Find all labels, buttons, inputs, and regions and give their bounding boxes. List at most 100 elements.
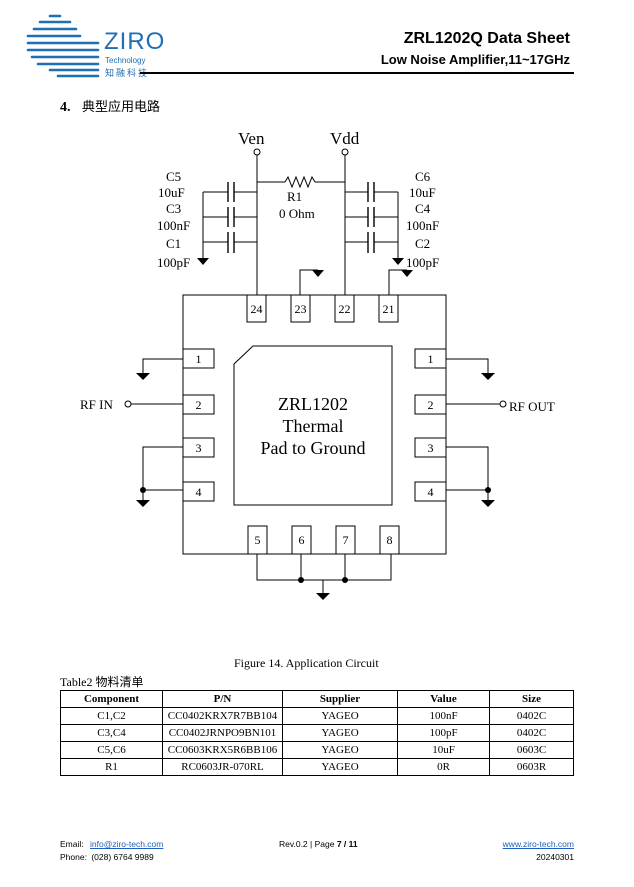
chip-package	[182, 294, 447, 555]
cap-ref: C3	[166, 201, 181, 216]
table-cell: YAGEO	[282, 741, 398, 759]
ground-icon	[136, 258, 495, 600]
email-link[interactable]: info@ziro-tech.com	[90, 839, 164, 849]
vdd-terminal	[341, 148, 349, 156]
right-capacitors	[345, 182, 399, 258]
website-link[interactable]: www.ziro-tech.com	[502, 839, 574, 849]
pin-label: 8	[387, 533, 393, 547]
table-cell: YAGEO	[282, 724, 398, 742]
section-number: 4.	[60, 100, 71, 115]
pin-label: 5	[255, 533, 261, 547]
r1-ref: R1	[287, 189, 302, 204]
section-heading: 4. 典型应用电路	[60, 96, 160, 116]
footer-page-info: Rev.0.2 | Page 7 / 11	[279, 839, 358, 849]
pin-label: 23	[295, 302, 307, 316]
table-cell: RC0603JR-070RL	[162, 758, 283, 776]
ziro-logo-icon	[26, 14, 100, 78]
rf-in-label: RF IN	[80, 397, 113, 412]
pin-label: 22	[339, 302, 351, 316]
table-cell: 100nF	[397, 707, 490, 725]
table-row: R1 RC0603JR-070RL YAGEO 0R 0603R	[60, 758, 574, 776]
r1-value: 0 Ohm	[279, 206, 315, 221]
table-cell: R1	[60, 758, 163, 776]
cap-ref: C4	[415, 201, 431, 216]
table-cell: 100pF	[397, 724, 490, 742]
ven-label: Ven	[238, 129, 265, 148]
table-cell: CC0402KRX7R7BB104	[162, 707, 283, 725]
table-row: C5,C6 CC0603KRX5R6BB106 YAGEO 10uF 0603C	[60, 741, 574, 759]
table-cell: CC0402JRNPO9BN101	[162, 724, 283, 742]
cap-value: 100nF	[157, 218, 190, 233]
application-circuit: Ven Vdd R1 0 Ohm C5 10uF C3 100nF C1 100…	[80, 129, 555, 600]
column-header: Value	[397, 690, 490, 708]
doc-subtitle: Low Noise Amplifier,11~17GHz	[380, 52, 570, 67]
pin-label: 21	[383, 302, 395, 316]
column-header: P/N	[162, 690, 283, 708]
phone-label: Phone:	[60, 852, 87, 862]
table-caption: Table2 物料清单	[60, 675, 144, 689]
pin-label: 3	[428, 441, 434, 455]
table-cell: C5,C6	[60, 741, 163, 759]
logo-sub-cn: 知融科技	[105, 68, 150, 78]
table-cell: YAGEO	[282, 707, 398, 725]
pin-label: 1	[428, 352, 434, 366]
cap-ref: C1	[166, 236, 181, 251]
thermal-pad	[233, 345, 393, 506]
revision: Rev.0.2 | Page	[279, 839, 337, 849]
table-cell: CC0603KRX5R6BB106	[162, 741, 283, 759]
cap-value: 10uF	[409, 185, 436, 200]
ven-terminal	[253, 148, 261, 156]
pin-label: 7	[343, 533, 349, 547]
table-cell: 0603C	[489, 741, 574, 759]
rf-in-terminal	[124, 400, 132, 408]
vdd-label: Vdd	[330, 129, 360, 148]
cap-ref: C5	[166, 169, 181, 184]
pin-label: 4	[428, 485, 434, 499]
rf-out-label: RF OUT	[509, 399, 555, 414]
footer-email: Email: info@ziro-tech.com	[60, 839, 163, 849]
cap-value: 100pF	[406, 255, 439, 270]
logo-sub-en: Technology	[105, 56, 146, 65]
table-cell: C3,C4	[60, 724, 163, 742]
table-header-row: Component P/N Supplier Value Size	[60, 690, 574, 708]
table-cell: C1,C2	[60, 707, 163, 725]
cap-value: 10uF	[158, 185, 185, 200]
doc-title: ZRL1202Q Data Sheet	[403, 30, 570, 47]
phone-number: (028) 6764 9989	[91, 852, 154, 862]
table-row: C1,C2 CC0402KRX7R7BB104 YAGEO 100nF 0402…	[60, 707, 574, 725]
chip-text-line: Pad to Ground	[261, 438, 366, 458]
page-number: 7 / 11	[336, 839, 358, 849]
footer-phone: Phone: (028) 6764 9989	[60, 852, 154, 862]
table-cell: YAGEO	[282, 758, 398, 776]
figure-caption: Figure 14. Application Circuit	[234, 656, 379, 670]
chip-name: ZRL1202	[278, 394, 348, 414]
doc-date: 20240301	[536, 852, 574, 862]
resistor-r1	[284, 175, 316, 189]
logo-brand: ZIRO	[104, 28, 166, 55]
pin-label: 2	[196, 398, 202, 412]
cap-ref: C2	[415, 236, 430, 251]
left-capacitors	[202, 182, 257, 258]
bom-table: Component P/N Supplier Value Size C1,C2 …	[60, 690, 574, 776]
section-title: 典型应用电路	[82, 100, 161, 115]
header-rule	[140, 72, 574, 74]
table-cell: 10uF	[397, 741, 490, 759]
table-cell: 0402C	[489, 707, 574, 725]
rf-out-terminal	[499, 400, 507, 408]
table-cell: 0R	[397, 758, 490, 776]
cap-value: 100nF	[406, 218, 439, 233]
cap-ref: C6	[415, 169, 431, 184]
chip-text-line: Thermal	[283, 416, 344, 436]
column-header: Component	[60, 690, 163, 708]
pin-label: 2	[428, 398, 434, 412]
table-cell: 0402C	[489, 724, 574, 742]
table-row: C3,C4 CC0402JRNPO9BN101 YAGEO 100pF 0402…	[60, 724, 574, 742]
column-header: Supplier	[282, 690, 398, 708]
pin-label: 1	[196, 352, 202, 366]
email-label: Email:	[60, 839, 84, 849]
pin-label: 6	[299, 533, 305, 547]
column-header: Size	[489, 690, 574, 708]
table-cell: 0603R	[489, 758, 574, 776]
pin-label: 3	[196, 441, 202, 455]
pin-label: 4	[196, 485, 202, 499]
